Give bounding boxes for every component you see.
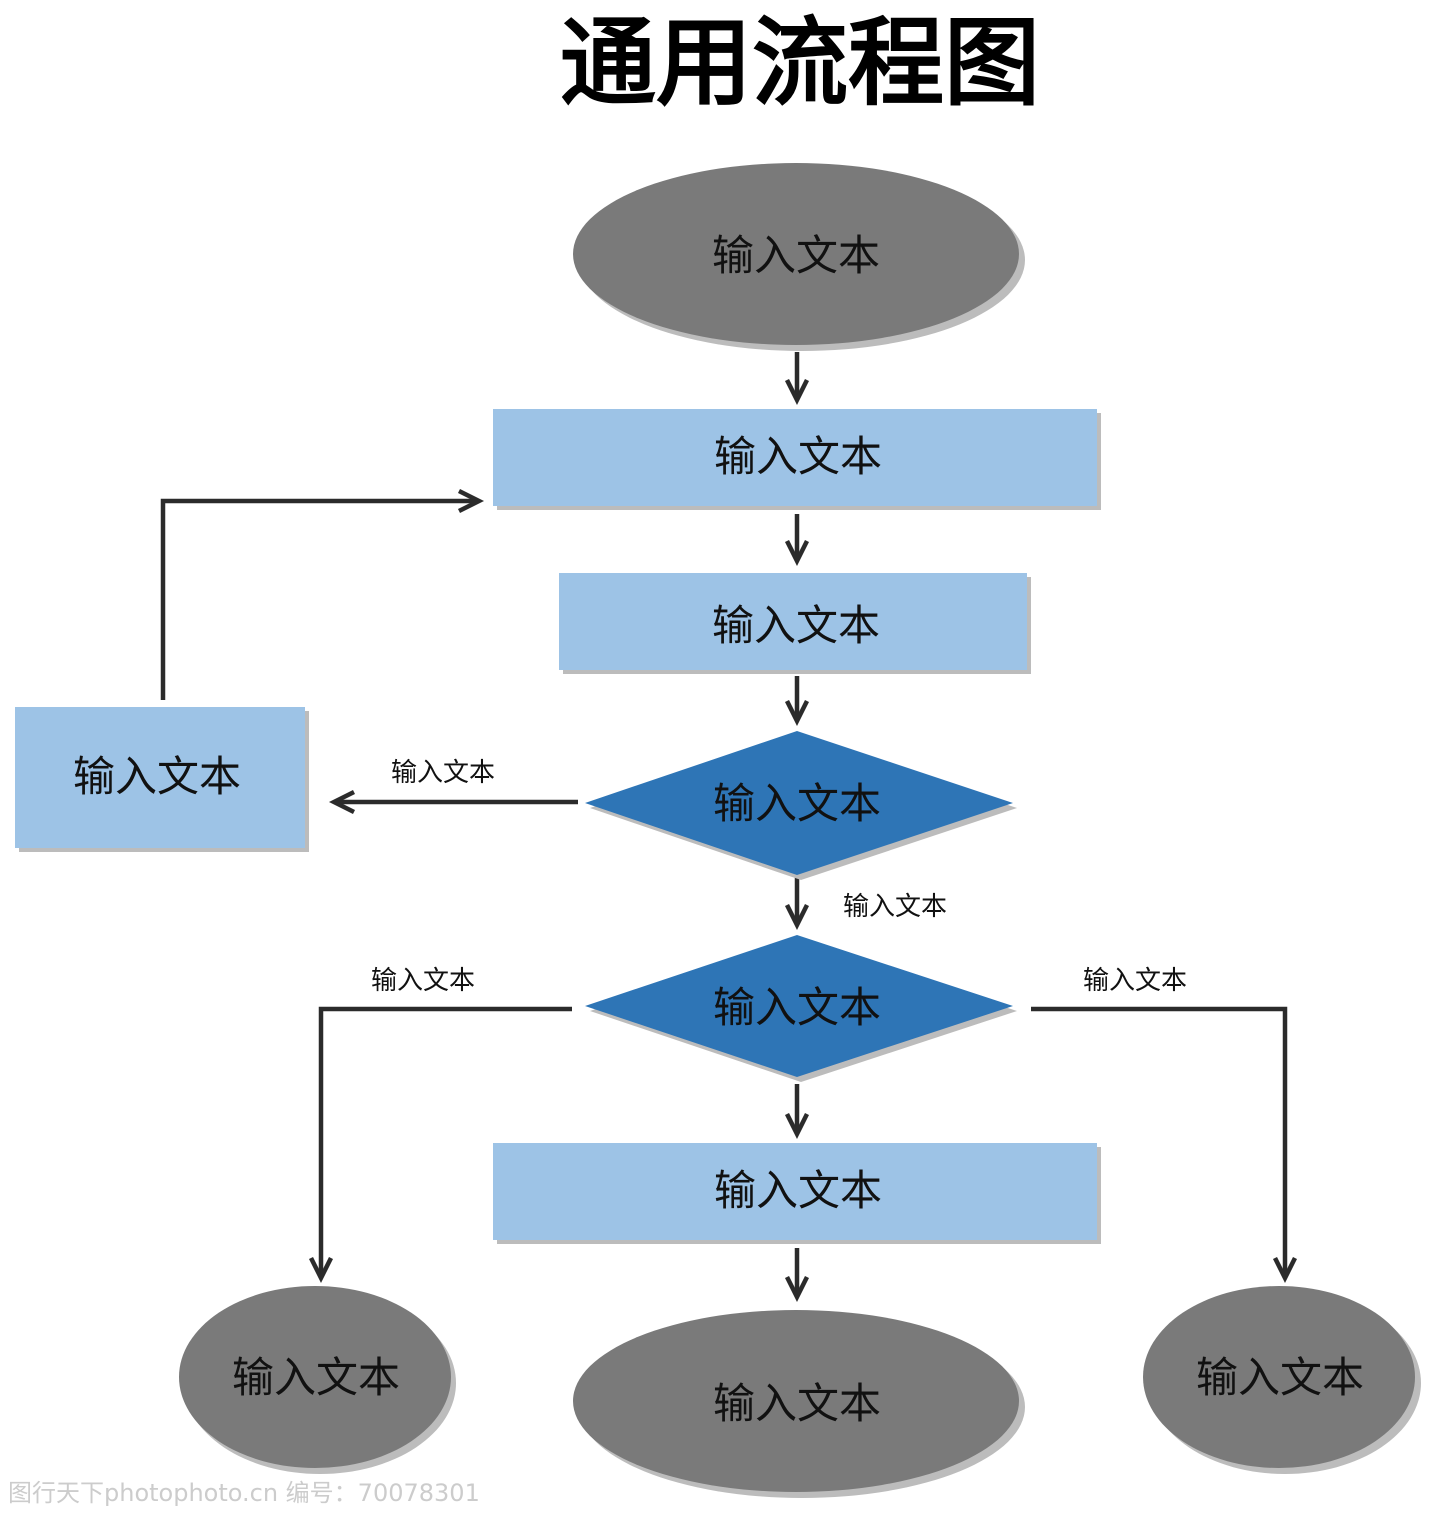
edge-label-decision-1-down: 输入文本 (843, 892, 947, 922)
connectors (160, 352, 1285, 1297)
node-end-left: 输入文本 (179, 1286, 456, 1474)
node-end-center-label: 输入文本 (713, 1379, 881, 1428)
edge-decision-2-to-end-left (321, 1006, 572, 1278)
page-title: 通用流程图 (560, 6, 1040, 119)
node-start-label: 输入文本 (712, 231, 880, 280)
node-process-1-label: 输入文本 (714, 432, 882, 481)
node-side-process: 输入文本 (15, 707, 309, 852)
edge-label-decision-2-left: 输入文本 (371, 966, 475, 996)
node-start: 输入文本 (573, 163, 1025, 351)
node-decision-2-label: 输入文本 (713, 983, 881, 1032)
node-process-2: 输入文本 (559, 573, 1031, 674)
edge-decision-2-to-end-right (1031, 1006, 1285, 1278)
node-decision-2: 输入文本 (585, 935, 1017, 1082)
node-decision-1: 输入文本 (585, 731, 1017, 880)
watermark-text: 图行天下photophoto.cn 编号：70078301 (8, 1479, 480, 1507)
node-end-center: 输入文本 (573, 1310, 1025, 1498)
node-process-3-label: 输入文本 (714, 1166, 882, 1215)
node-process-1: 输入文本 (493, 409, 1101, 510)
edge-label-decision-2-right: 输入文本 (1083, 966, 1187, 996)
node-end-right-label: 输入文本 (1196, 1353, 1364, 1402)
node-process-3: 输入文本 (493, 1143, 1101, 1244)
node-process-2-label: 输入文本 (712, 601, 880, 650)
edge-label-decision-1-left: 输入文本 (391, 758, 495, 788)
edge-side-process-to-process-1 (160, 501, 479, 700)
node-end-right: 输入文本 (1143, 1286, 1421, 1474)
node-end-left-label: 输入文本 (232, 1353, 400, 1402)
node-side-process-label: 输入文本 (73, 752, 241, 801)
node-decision-1-label: 输入文本 (713, 779, 881, 828)
